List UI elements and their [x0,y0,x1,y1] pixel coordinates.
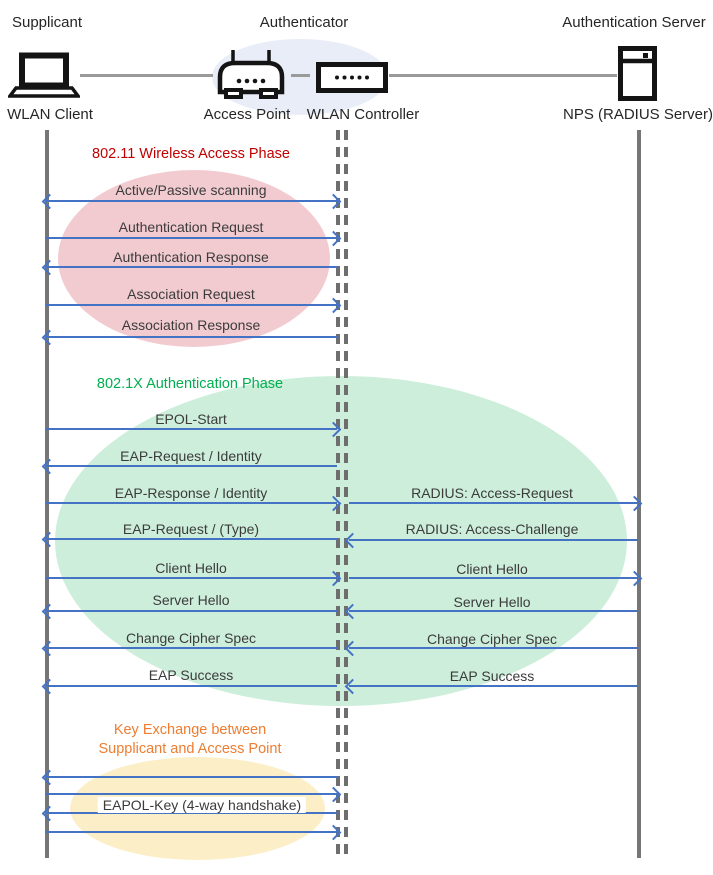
nps-radius-server-label: NPS (RADIUS Server) [562,106,713,123]
message-label: Authentication Response [113,249,269,265]
phase3-title-line1: Key Exchange between [113,722,267,738]
arrow-client-hello-right [349,570,643,586]
eapol-key-handshake-label: EAPOL-Key (4-way handshake) [97,797,307,813]
arrow-epol-start [46,421,342,437]
wlan-controller-icon [316,62,388,93]
laptop-icon [8,52,80,98]
supplicant-role-label: Supplicant [11,14,83,31]
wlan-controller-label: WLAN Controller [306,106,420,123]
arrow-eap-request-type [41,531,337,547]
message-label: Client Hello [456,561,528,577]
message-label: EAP Success [449,668,535,684]
message-label: EAP-Request / Identity [120,448,262,464]
connector-client-ap [80,74,213,77]
arrow-client-hello-left [46,570,342,586]
arrow-server-hello-right [344,603,638,619]
arrow-eap-request-identity [41,458,337,474]
connector-controller-server [389,74,617,77]
phase2-ellipse [55,376,627,706]
phase1-title: 802.11 Wireless Access Phase [92,146,290,162]
phase2-title: 802.1X Authentication Phase [96,376,284,392]
access-point-icon [217,50,285,99]
arrow-eapol-key-3 [41,805,337,821]
authenticator-lifeline-dash-1 [336,130,340,856]
message-label: EAP Success [148,667,234,683]
message-label: Server Hello [152,592,230,608]
arrow-change-cipher-spec-right [344,640,638,656]
arrow-eapol-key-1 [41,769,337,785]
message-label: EAP-Request / (Type) [122,521,260,537]
arrow-eapol-key-2 [46,786,342,802]
server-lifeline [637,130,641,858]
connector-ap-controller [291,74,310,77]
arrow-authentication-response [41,259,337,275]
authenticator-lifeline-dash-2 [344,130,348,856]
arrow-eap-response-identity [46,495,342,511]
message-label: Association Request [127,286,255,302]
message-label: RADIUS: Access-Challenge [405,521,579,537]
phase1-ellipse [58,170,330,347]
message-label: Authentication Request [118,219,264,235]
arrow-radius-access-challenge [344,532,638,548]
arrow-authentication-request [46,230,342,246]
message-label: Active/Passive scanning [115,182,267,198]
phase3-title-line2: Supplicant and Access Point [98,741,282,757]
message-label: Client Hello [155,560,227,576]
arrow-server-hello-left [41,603,337,619]
message-label: Association Response [121,317,261,333]
access-point-label: Access Point [203,106,291,123]
arrow-change-cipher-spec-left [41,640,337,656]
supplicant-lifeline [45,130,49,858]
message-label: EPOL-Start [155,411,227,427]
arrow-association-request [46,297,342,313]
server-icon [618,46,657,101]
wlan-client-label: WLAN Client [7,106,93,123]
authenticator-role-label: Authenticator [259,14,349,31]
message-label: Change Cipher Spec [126,630,256,646]
arrow-eap-success-left [41,678,337,694]
message-label: RADIUS: Access-Request [411,485,573,501]
message-label: Change Cipher Spec [427,631,557,647]
arrow-eap-success-right [344,678,638,694]
arrow-radius-access-request [349,495,643,511]
message-label: EAP-Response / Identity [114,485,268,501]
arrow-active-passive-scanning [41,193,342,209]
arrow-eapol-key-4 [46,824,342,840]
auth-server-role-label: Authentication Server [562,14,706,31]
message-label: Server Hello [453,594,531,610]
arrow-association-response [41,329,337,345]
